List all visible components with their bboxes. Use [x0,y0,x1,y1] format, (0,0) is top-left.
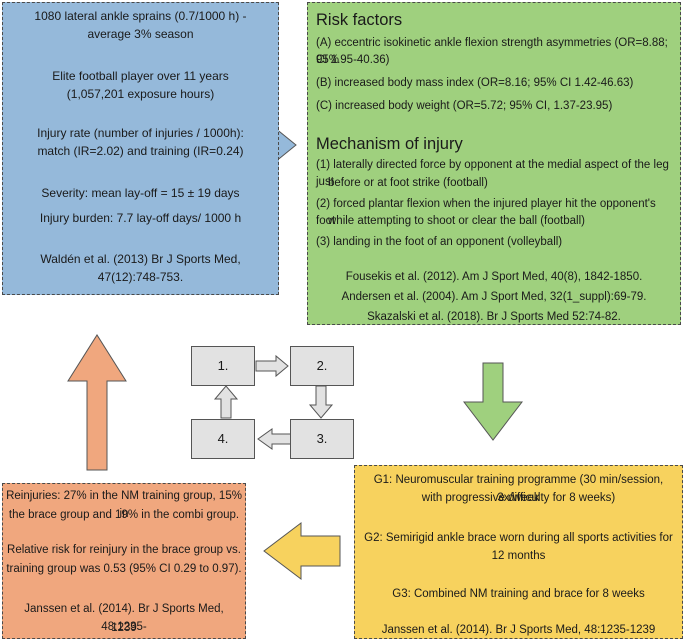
mechanism-2-cont: while attempting to shoot or clear the b… [328,215,585,227]
arrow-up-orange [67,334,127,471]
cycle-step-4: 4. [191,419,255,459]
risk-factor-b: (B) increased body mass index (OR=8.16; … [316,77,634,89]
arrow-down-green [462,362,524,441]
mechanism-heading: Mechanism of injury [316,135,463,153]
reinjury-reference: 1239 [111,622,137,634]
reinjury-line: Relative risk for reinjury in the brace … [7,544,241,556]
mechanism-1-cont: before or at foot strike (football) [328,177,488,189]
reinjury-line: Reinjuries: 27% in the NM training group… [6,490,242,520]
epi-line: 1080 lateral ankle sprains (0.7/1000 h) … [34,9,247,23]
epi-reference: Waldén et al. (2013) Br J Sports Med, [40,252,241,266]
mechanism-1: (1) laterally directed force by opponent… [316,159,669,188]
cycle-arrow-1-to-2 [255,354,289,378]
cycle-arrow-3-to-4 [257,428,293,450]
epi-line: match (IR=2.02) and training (IR=0.24) [37,144,244,158]
group-3: G3: Combined NM training and brace for 8… [392,588,645,600]
epi-line: Injury burden: 7.7 lay-off days/ 1000 h [39,211,242,225]
group-2-cont: 12 months [491,550,546,562]
epi-line: Severity: mean lay-off = 15 ± 19 days [41,186,240,200]
mechanism-3: (3) landing in the foot of an opponent (… [316,236,563,248]
risk-reference: Andersen et al. (2004). Am J Sport Med, … [341,291,647,303]
intervention-box: G1: Neuromuscular training programme (30… [354,465,683,639]
risk-factors-heading: Risk factors [316,11,403,29]
cycle-arrow-4-to-1 [213,385,239,419]
risk-reference: Fousekis et al. (2012). Am J Sport Med, … [345,271,643,283]
cycle-step-3: 3. [290,419,354,459]
epi-reference: 47(12):748-753. [97,270,184,284]
risk-reference: Skazalski et al. (2018). Br J Sports Med… [367,311,621,323]
risk-factor-a: (A) eccentric isokinetic ankle flexion s… [316,37,668,66]
risk-factor-a-cont: CI 1.95-40.36) [316,54,390,66]
group-2: G2: Semirigid ankle brace worn during al… [364,532,673,544]
intervention-reference: Janssen et al. (2014). Br J Sports Med, … [381,624,656,636]
reinjury-line: the brace group and 19% in the combi gro… [8,509,240,521]
mechanism-2: (2) forced plantar flexion when the inju… [316,198,656,227]
epi-line: Elite football player over 11 years [52,69,229,83]
risk-factor-c: (C) increased body weight (OR=5.72; 95% … [316,100,613,112]
epidemiology-box: 1080 lateral ankle sprains (0.7/1000 h) … [2,2,279,295]
cycle-step-1: 1. [191,346,255,386]
group-1-cont: with progressive difficulty for 8 weeks) [421,492,616,504]
reinjury-line: training group was 0.53 (95% CI 0.29 to … [6,563,242,575]
epi-line: Injury rate (number of injuries / 1000h)… [37,126,244,140]
risk-factors-box: Risk factors (A) eccentric isokinetic an… [307,2,681,325]
cycle-arrow-2-to-3 [308,385,334,419]
reinjury-box: Reinjuries: 27% in the NM training group… [2,483,246,639]
group-1: G1: Neuromuscular training programme (30… [373,474,664,504]
arrow-left-yellow [263,521,341,581]
cycle-step-2: 2. [290,346,354,386]
reinjury-reference: Janssen et al. (2014). Br J Sports Med, … [24,603,224,633]
epi-line: average 3% season [87,27,194,41]
epi-line: (1,057,201 exposure hours) [66,87,215,101]
